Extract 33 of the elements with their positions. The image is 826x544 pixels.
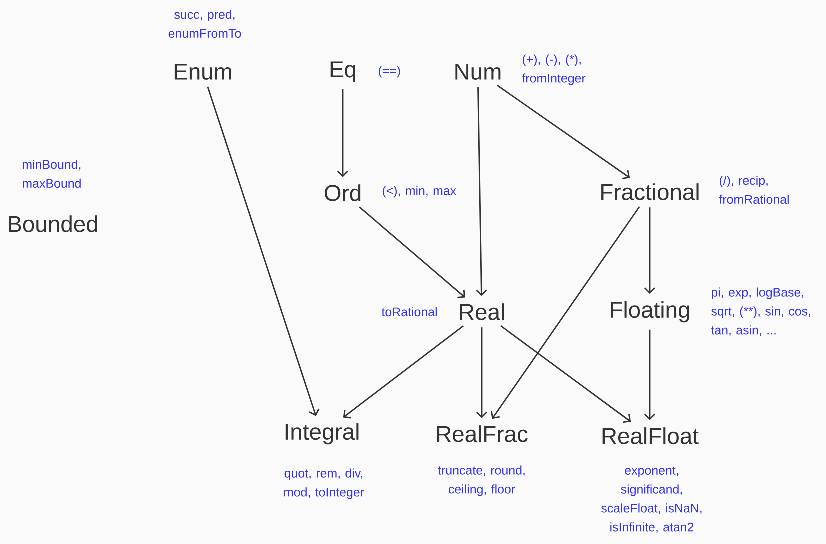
arrow: [359, 206, 466, 298]
method-list: truncate, round, ceiling, floor: [438, 466, 525, 496]
method-list: quot, rem, div, mod, toInteger: [284, 468, 364, 500]
arrow: [476, 87, 488, 296]
method-list: succ, pred, enumFromTo: [168, 10, 242, 38]
method-list: (+), (-), (*), fromInteger: [522, 54, 586, 86]
class-label: Integral: [286, 423, 359, 445]
method-list: toRational: [382, 307, 437, 317]
class-label: RealFrac: [437, 426, 528, 442]
class-label: Fractional: [602, 184, 699, 200]
arrow: [343, 325, 464, 419]
class-label: Floating: [611, 301, 690, 323]
class-label: Enum: [174, 64, 232, 80]
arrow: [644, 330, 656, 420]
arrow: [496, 84, 630, 180]
arrow: [644, 208, 656, 294]
class-label: RealFloat: [602, 428, 699, 444]
arrow: [490, 206, 640, 420]
arrow: [338, 89, 348, 178]
method-list: minBound, maxBound: [23, 160, 81, 188]
class-label: Real: [460, 304, 504, 320]
class-label: Eq: [330, 62, 356, 82]
class-label: Num: [456, 64, 501, 80]
arrow: [500, 325, 632, 424]
method-list: (<), min, max: [382, 186, 456, 198]
method-list: exponent, significand, scaleFloat, isNaN, isInfinite, atan2: [601, 466, 702, 534]
class-label: Ord: [324, 184, 361, 202]
method-list: (==): [378, 66, 400, 78]
method-list: (/), recip, fromRational: [719, 176, 789, 204]
arrow: [207, 86, 320, 416]
method-list: pi, exp, logBase, sqrt, (**), sin, cos, tan, asin, ...: [711, 288, 810, 336]
arrow: [476, 328, 488, 418]
class-label: Bounded: [9, 216, 98, 232]
